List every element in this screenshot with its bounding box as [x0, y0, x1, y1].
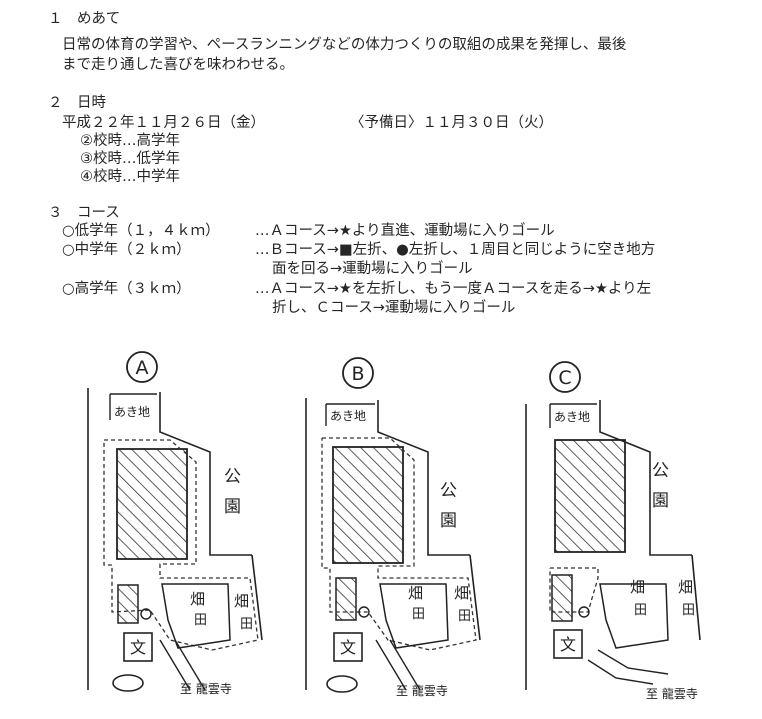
- field-label: 畑: [408, 584, 423, 602]
- field-label: 田: [240, 617, 253, 632]
- park-label: 公: [440, 481, 457, 501]
- map-letter-circle: [126, 351, 158, 383]
- map-letter: A: [136, 357, 149, 379]
- event-date: 平成２２年１１月２６日（金）: [62, 115, 265, 131]
- period-item: ④校時…中学年: [80, 169, 180, 185]
- akichi-label: あき地: [114, 405, 150, 419]
- schoolyard: [332, 446, 404, 564]
- map-letter: C: [558, 367, 571, 389]
- course-label: ○高学年（３ｋｍ）: [62, 281, 191, 297]
- akichi-label: あき地: [554, 410, 590, 424]
- park-label: 公: [652, 461, 669, 481]
- map-letter: B: [351, 363, 364, 385]
- course-desc: 面を回る→運動場に入りゴール: [272, 261, 473, 277]
- section-3-heading: ３ コース: [48, 205, 120, 221]
- park-label: 園: [440, 511, 457, 531]
- field-label: 畑: [190, 590, 205, 608]
- school-label: 文: [340, 638, 356, 657]
- field-label: 田: [458, 609, 471, 624]
- park-label: 園: [652, 491, 669, 511]
- goal-line-1: 日常の体育の学習や、ペースランニングなどの体力つくりの取組の成果を発揮し、最後: [62, 37, 627, 53]
- course-path: [321, 437, 477, 651]
- period-item: ③校時…低学年: [80, 151, 180, 167]
- course-desc: 折し、Ｃコース→運動場に入りゴール: [272, 300, 516, 316]
- field-label: 畑: [454, 584, 469, 602]
- course-label: ○低学年（１，４ｋｍ）: [62, 223, 220, 239]
- course-desc: …Ａコース→★を左折し、もう一度Ａコースを走る→★より左: [255, 281, 652, 297]
- course-desc: …Ａコース→★より直進、運動場に入りゴール: [255, 223, 555, 239]
- section-2-heading: ２ 日時: [48, 95, 106, 111]
- temple-label: 至 龍雲寺: [180, 681, 232, 696]
- temple-label: 至 龍雲寺: [396, 683, 448, 698]
- temple-label: 至 龍雲寺: [646, 686, 698, 701]
- field-label: 田: [412, 607, 425, 622]
- field-label: 畑: [678, 578, 693, 596]
- school-label: 文: [560, 635, 576, 654]
- park-label: 公: [224, 467, 241, 487]
- course-label: ○中学年（２ｋｍ）: [62, 242, 191, 258]
- course-path: [103, 439, 259, 651]
- map-letter-circle: [342, 357, 374, 389]
- school-label: 文: [130, 638, 146, 657]
- course-map-b: B あき地 畑 田 畑 田 公 園 文 至 龍雲寺: [305, 357, 481, 698]
- map-letter-circle: [549, 361, 581, 393]
- reserve-date: 〈予備日〉１１月３０日（火）: [350, 115, 553, 131]
- course-map-c: C あき地 畑 田 畑 田 公 園 文 至 龍雲寺: [525, 361, 701, 701]
- field-label: 田: [682, 603, 695, 618]
- field-label: 田: [634, 603, 647, 618]
- schoolyard: [554, 439, 626, 553]
- goal-line-2: まで走り通した喜びを味わわせる。: [62, 57, 294, 73]
- akichi-label: あき地: [330, 409, 366, 423]
- field-label: 畑: [234, 592, 249, 610]
- course-map-a: A あき地 畑 田 畑 田 公 園 文 至 龍雲寺: [87, 351, 263, 696]
- period-item: ②校時…高学年: [80, 133, 180, 149]
- field-label: 畑: [630, 578, 645, 596]
- section-1-heading: １ めあて: [48, 11, 121, 27]
- schoolyard: [116, 448, 188, 560]
- park-label: 園: [224, 497, 241, 517]
- field-label: 田: [194, 613, 207, 628]
- course-desc: …Ｂコース→■左折、●左折し、１周目と同じように空き地方: [255, 242, 656, 258]
